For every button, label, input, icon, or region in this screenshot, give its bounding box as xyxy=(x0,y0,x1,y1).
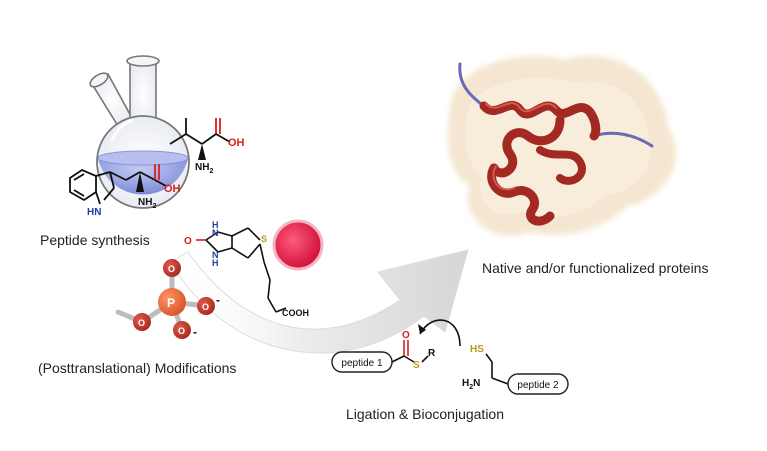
thioester-r: R xyxy=(428,348,436,359)
biotin-structure xyxy=(196,227,287,313)
biotin-n-bottom: N xyxy=(212,250,219,260)
phosphate-p: P xyxy=(167,296,175,310)
biotin-h-top: H xyxy=(212,220,219,230)
biotin-n-top: N xyxy=(212,228,219,238)
phosphate-o-bottom: O xyxy=(178,326,185,336)
tryptophan-structure xyxy=(69,164,167,205)
phosphate-oxygen-bottom xyxy=(173,321,191,339)
ligation-scheme xyxy=(331,319,569,395)
trp-oh: OH xyxy=(164,183,181,195)
valine-oh: OH xyxy=(228,137,245,149)
biotin-h-bottom: H xyxy=(212,258,219,268)
peptide1-label: peptide 1 xyxy=(341,358,383,369)
phosphate-oxygen-left xyxy=(133,313,151,331)
cys-h2n: H2N xyxy=(462,378,480,391)
cys-hs: HS xyxy=(470,344,484,355)
process-arrow xyxy=(169,249,469,354)
biotin-s: S xyxy=(261,234,267,244)
valine-structure xyxy=(169,118,231,160)
valine-nh2: NH2 xyxy=(195,162,213,175)
phosphate-o-top: O xyxy=(168,264,175,274)
caption-peptide-synthesis: Peptide synthesis xyxy=(40,232,150,248)
phosphate-oxygen-right xyxy=(197,297,215,315)
phosphate-minus-bottom: - xyxy=(193,325,197,339)
phosphate-o-right: O xyxy=(202,302,209,312)
peptide2-label: peptide 2 xyxy=(517,380,559,391)
fluorophore-dot xyxy=(272,219,324,271)
phosphate-minus-right: - xyxy=(216,293,220,307)
caption-ligation: Ligation & Bioconjugation xyxy=(346,406,505,422)
phosphate-o-left: O xyxy=(138,318,145,328)
caption-modifications: (Posttranslational) Modifications xyxy=(38,360,237,376)
trp-hn: HN xyxy=(87,207,101,218)
thioester-s: S xyxy=(413,360,420,371)
thioester-o: O xyxy=(402,330,410,341)
peptide2-box xyxy=(507,373,569,395)
caption-native-proteins: Native and/or functionalized proteins xyxy=(482,260,709,276)
biotin-cooh: COOH xyxy=(282,308,309,318)
phosphate-oxygen-top xyxy=(163,259,181,277)
trp-nh2: NH2 xyxy=(138,197,156,210)
protein-illustration xyxy=(447,55,677,236)
phosphorus-atom xyxy=(158,288,186,316)
biotin-o: O xyxy=(184,236,192,247)
phosphate-structure xyxy=(115,259,215,339)
